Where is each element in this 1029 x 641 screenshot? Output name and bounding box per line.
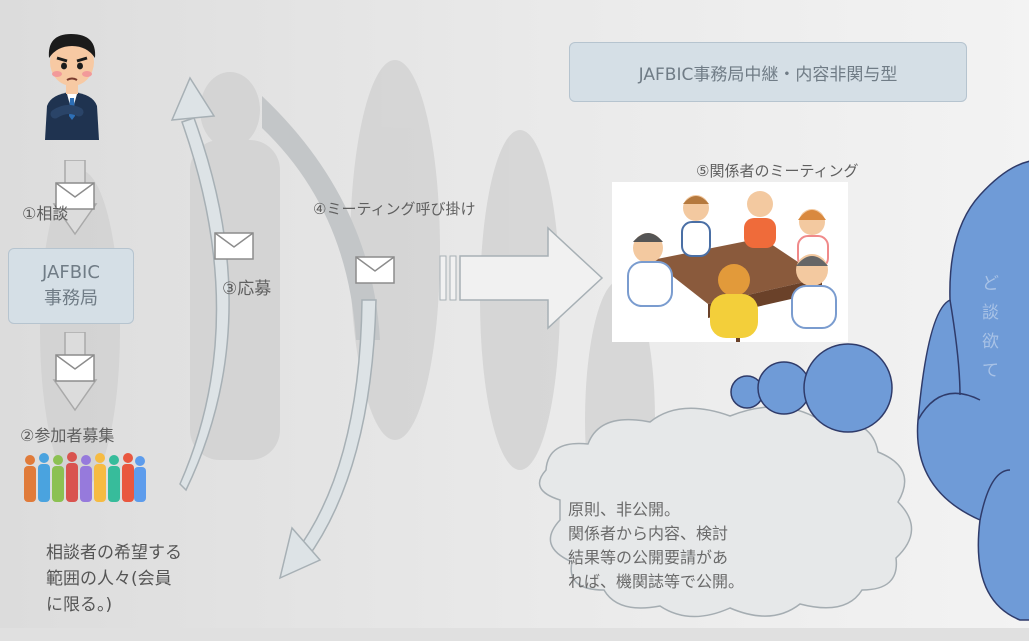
envelope-icon xyxy=(355,256,395,284)
participants-note: 相談者の希望する 範囲の人々(会員 に限る。) xyxy=(46,540,182,618)
thought-bubble-text: ど 談 欲 て xyxy=(982,274,999,381)
envelope-icon xyxy=(55,354,95,382)
apply-arrow-head xyxy=(170,76,216,121)
step-consult-label: ①相談 xyxy=(22,204,69,223)
participants-crowd-icon xyxy=(24,452,146,502)
step-recruit-label: ②参加者募集 xyxy=(20,426,115,445)
office-line1: JAFBIC xyxy=(42,262,100,283)
participants-note-line3: に限る。) xyxy=(46,595,113,615)
meeting-illustration xyxy=(612,182,848,342)
consultant-person-icon xyxy=(45,34,99,140)
step-apply-label: ③応募 xyxy=(222,279,272,299)
envelope-icon xyxy=(214,232,254,260)
mode-title-label: JAFBIC事務局中継・内容非関与型 xyxy=(638,64,898,85)
step-invite-label: ④ミーティング呼び掛け xyxy=(313,200,476,218)
participants-note-line2: 範囲の人々(会員 xyxy=(46,569,172,589)
meeting-right-arrow xyxy=(439,226,604,330)
apply-curved-arrow xyxy=(179,117,230,492)
envelope-icon xyxy=(55,182,95,210)
mode-title-box: JAFBIC事務局中継・内容非関与型 xyxy=(569,42,967,102)
participants-note-line1: 相談者の希望する xyxy=(46,543,182,563)
office-line2: 事務局 xyxy=(44,288,98,309)
invite-curved-arrow-top xyxy=(262,96,380,340)
disclosure-note: 原則、非公開。 関係者から内容、検討 結果等の公開要請があ れば、機関誌等で公開… xyxy=(568,500,745,591)
jafbic-office-box: JAFBIC 事務局 xyxy=(8,248,134,324)
invite-arrow-head xyxy=(278,526,322,580)
step-meeting-label: ⑤関係者のミーティング xyxy=(696,162,859,180)
